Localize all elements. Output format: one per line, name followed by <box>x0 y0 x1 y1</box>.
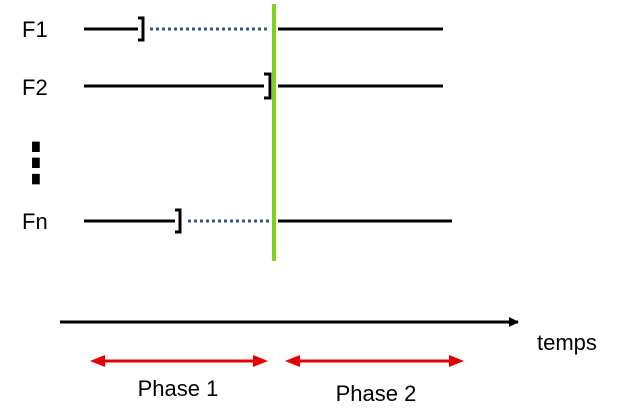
row-label-f2: F2 <box>22 75 48 100</box>
phase-1-arrow-head-left <box>90 355 105 367</box>
row-fn-bracket <box>175 208 182 234</box>
rows-ellipsis: ⋮ <box>14 132 58 194</box>
phase-1-arrow-head-right <box>253 355 268 367</box>
time-axis-label: temps <box>537 330 597 355</box>
phase-2-arrow-head-right <box>449 355 464 367</box>
row-label-f1: F1 <box>22 17 48 42</box>
row-f2-bracket <box>264 72 272 100</box>
row-f1-bracket <box>138 16 145 42</box>
phase-2-arrow-head-left <box>285 355 300 367</box>
row-label-fn: Fn <box>22 209 48 234</box>
phase-1-label: Phase 1 <box>138 376 219 401</box>
phase-2-label: Phase 2 <box>336 381 417 406</box>
